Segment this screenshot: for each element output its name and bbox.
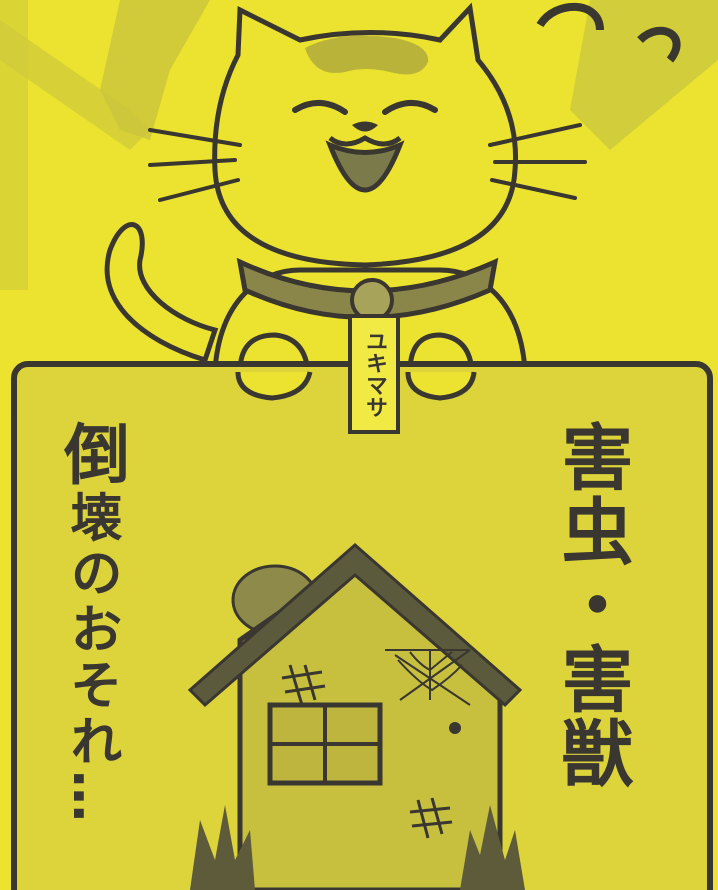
pest-damage-text: 害虫・害獣	[549, 420, 633, 790]
background-stripes	[0, 0, 718, 290]
spider-icon	[449, 722, 461, 734]
spider-web-icon	[385, 649, 471, 706]
name-tag-text: ユキマサ	[362, 330, 387, 418]
collapse-risk-text: 倒壊のおそれ…	[53, 420, 130, 826]
house-illustration	[187, 543, 525, 890]
name-tag	[348, 314, 400, 434]
cat-tail	[104, 222, 219, 364]
cat-mouth	[325, 140, 405, 193]
whiskers	[148, 123, 587, 202]
cat-head	[148, 2, 587, 268]
grass	[190, 805, 525, 890]
collapse-risk-head: 倒	[53, 420, 130, 490]
cat-collar	[236, 257, 499, 320]
cracks	[281, 664, 453, 839]
collapse-risk-rest: 壊のおそれ…	[61, 490, 121, 826]
